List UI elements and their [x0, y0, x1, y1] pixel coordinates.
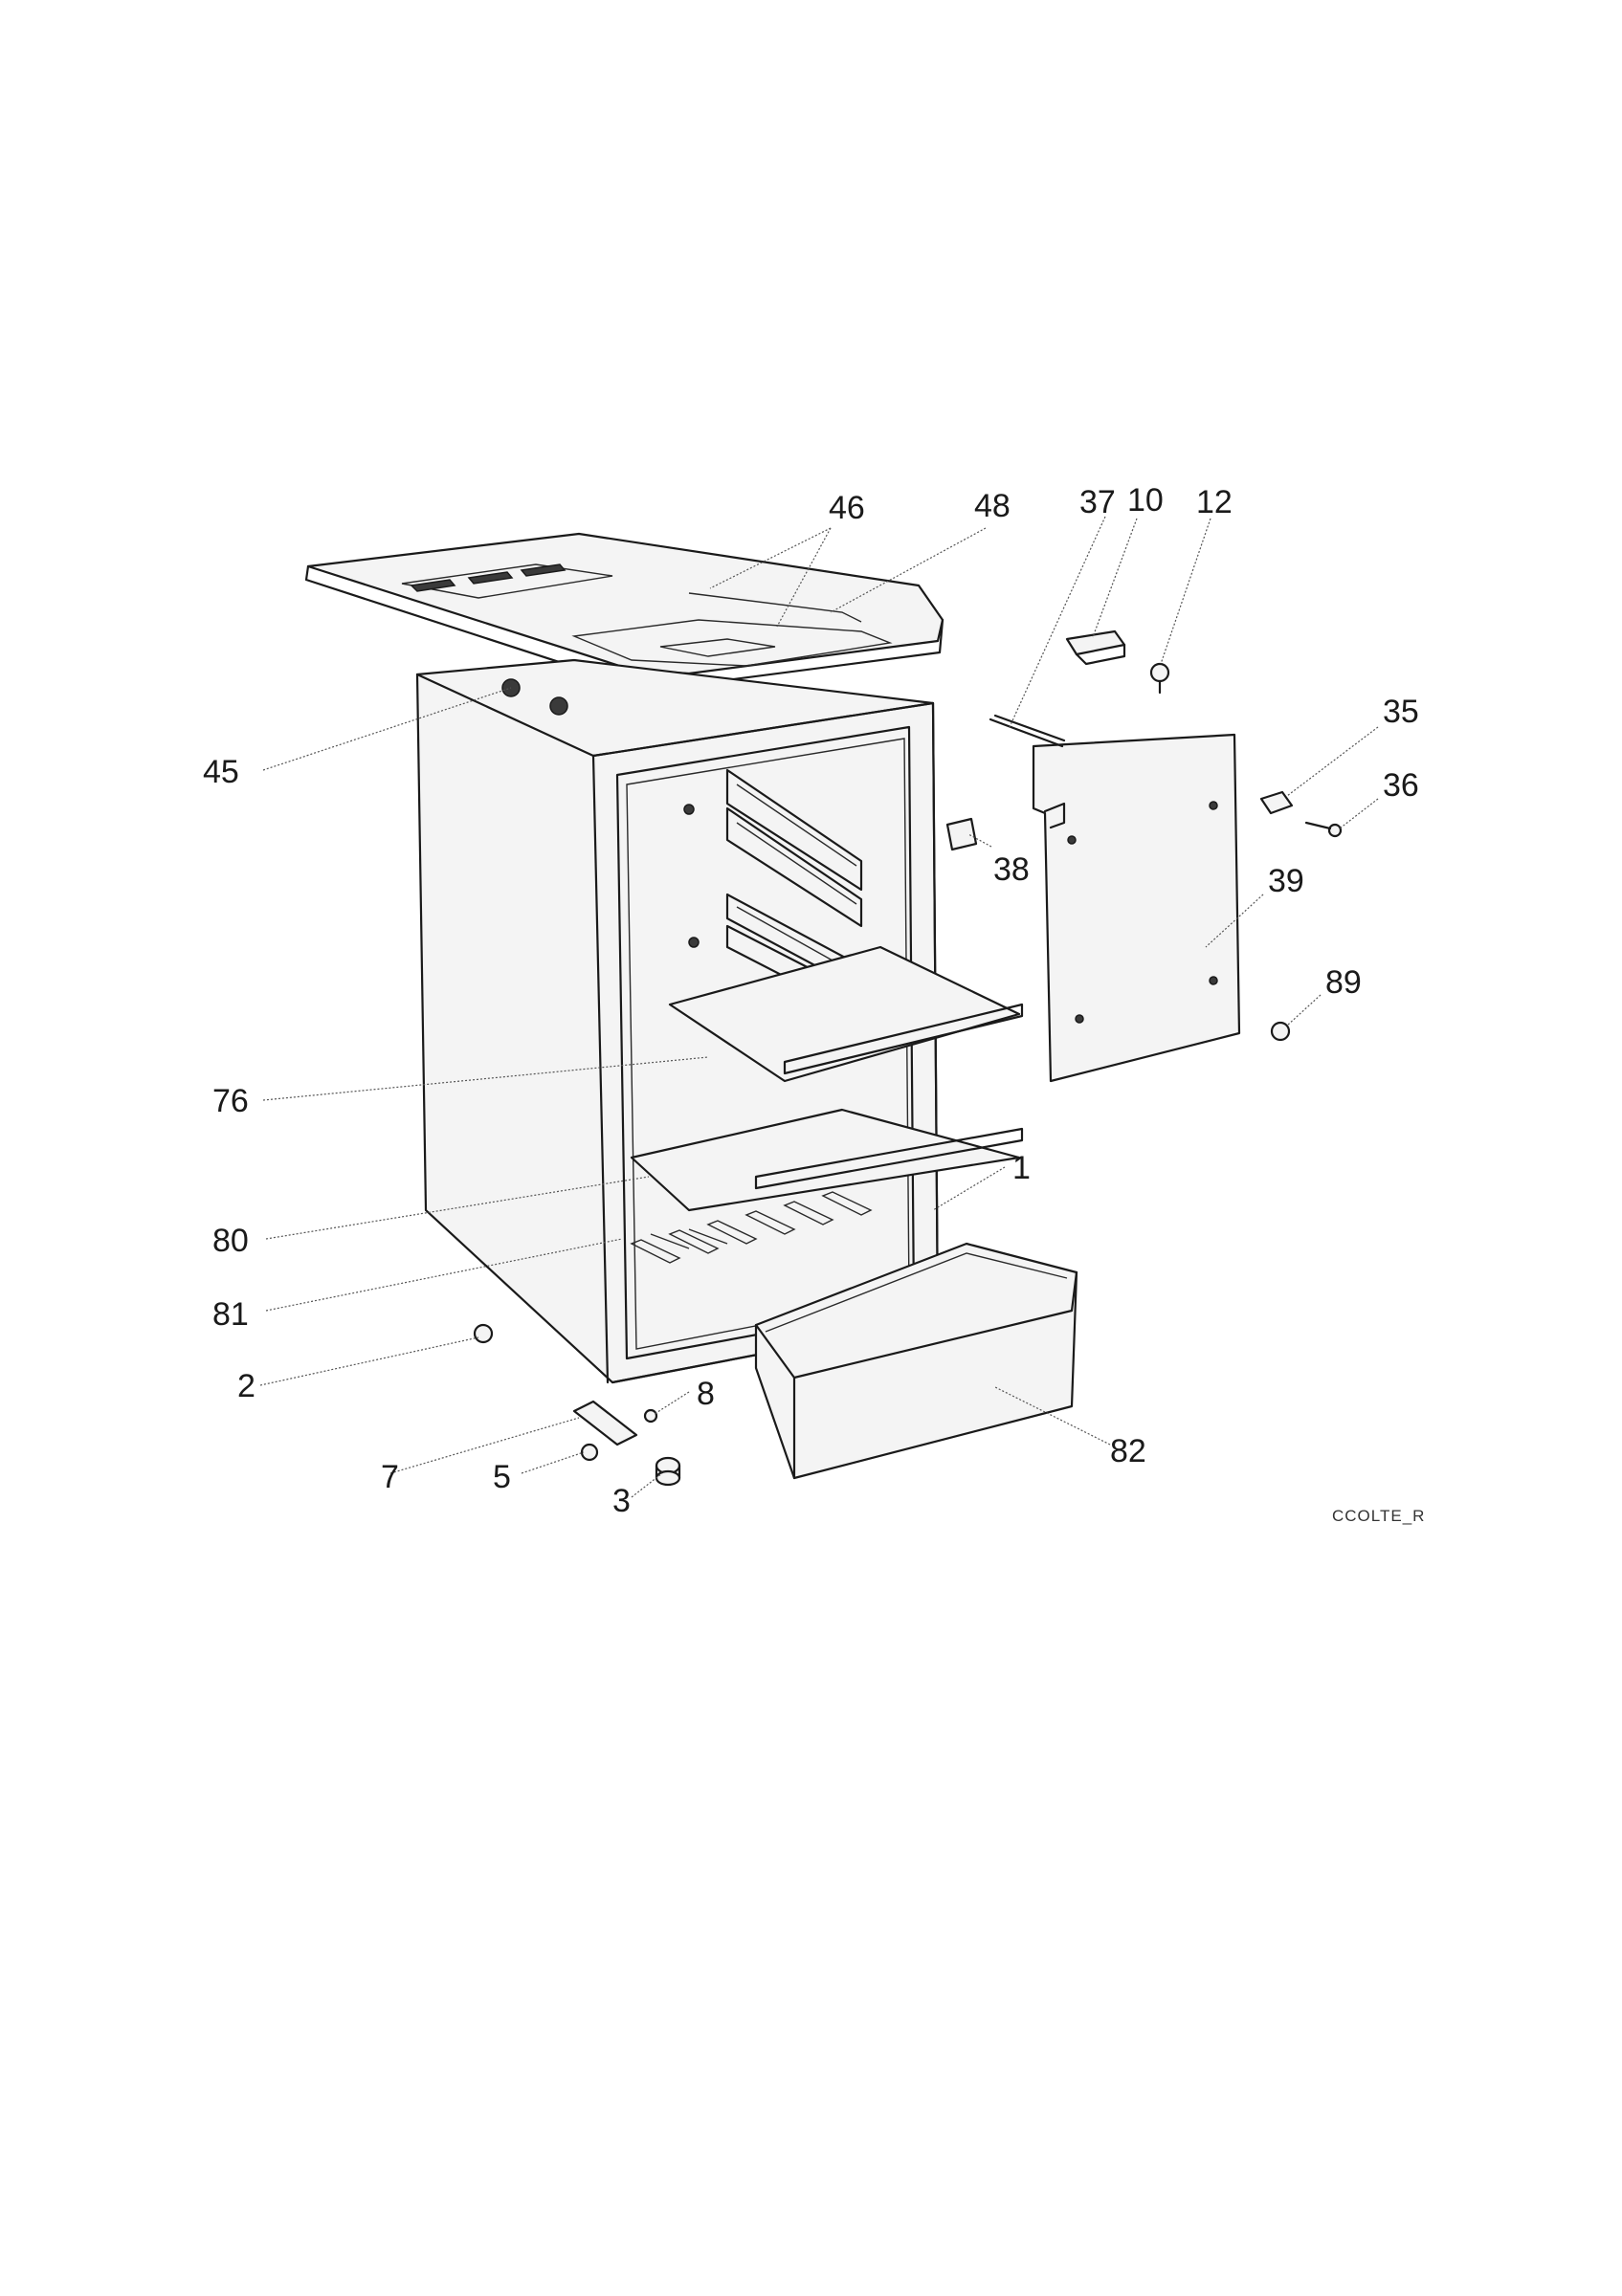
hinge-pin: [989, 714, 1066, 748]
callout-89: 89: [1325, 964, 1362, 1001]
foot: [473, 1323, 494, 1344]
hinge-screw: [580, 1443, 599, 1462]
plug: [1270, 1021, 1291, 1042]
callout-1: 1: [1012, 1150, 1031, 1186]
callout-37: 37: [1079, 484, 1116, 520]
spacer: [643, 1408, 658, 1424]
callout-45: 45: [203, 754, 239, 790]
callout-82: 82: [1110, 1433, 1146, 1469]
callout-labels: 46 48 37 10 12 35 36 45 38 39 89 76 1 80…: [203, 482, 1425, 1525]
callout-81: 81: [212, 1296, 249, 1333]
hinge-part: [1259, 790, 1294, 815]
hinge-bracket: [1065, 629, 1126, 666]
callout-3: 3: [612, 1483, 631, 1519]
door-bin: [754, 1242, 1078, 1480]
callout-48: 48: [974, 488, 1011, 524]
lower-hinge: [572, 1400, 638, 1446]
glass-shelf: [668, 945, 1024, 1083]
callout-35: 35: [1383, 694, 1419, 730]
leader-lines: [259, 516, 1379, 1498]
crisper-cover-slots: [630, 1191, 873, 1264]
drawing-code: CCOLTE_R: [1332, 1507, 1425, 1525]
wire-shelf: [630, 1108, 1024, 1249]
callout-46: 46: [829, 490, 865, 526]
adjustable-foot: [655, 1456, 681, 1487]
callout-76: 76: [212, 1083, 249, 1119]
screw: [1149, 662, 1170, 695]
callout-36: 36: [1383, 767, 1419, 804]
callout-39: 39: [1268, 863, 1304, 899]
callout-38: 38: [993, 851, 1030, 888]
callout-7: 7: [381, 1459, 399, 1495]
callout-5: 5: [493, 1459, 511, 1495]
callout-8: 8: [697, 1376, 715, 1412]
callout-2: 2: [237, 1368, 256, 1404]
door-catch: [945, 817, 978, 851]
callout-10: 10: [1127, 482, 1164, 519]
top-cover: [304, 532, 944, 687]
door-panel: [1032, 733, 1241, 1083]
screw-small: [1304, 821, 1343, 838]
callout-80: 80: [212, 1223, 249, 1259]
callout-12: 12: [1196, 484, 1233, 520]
